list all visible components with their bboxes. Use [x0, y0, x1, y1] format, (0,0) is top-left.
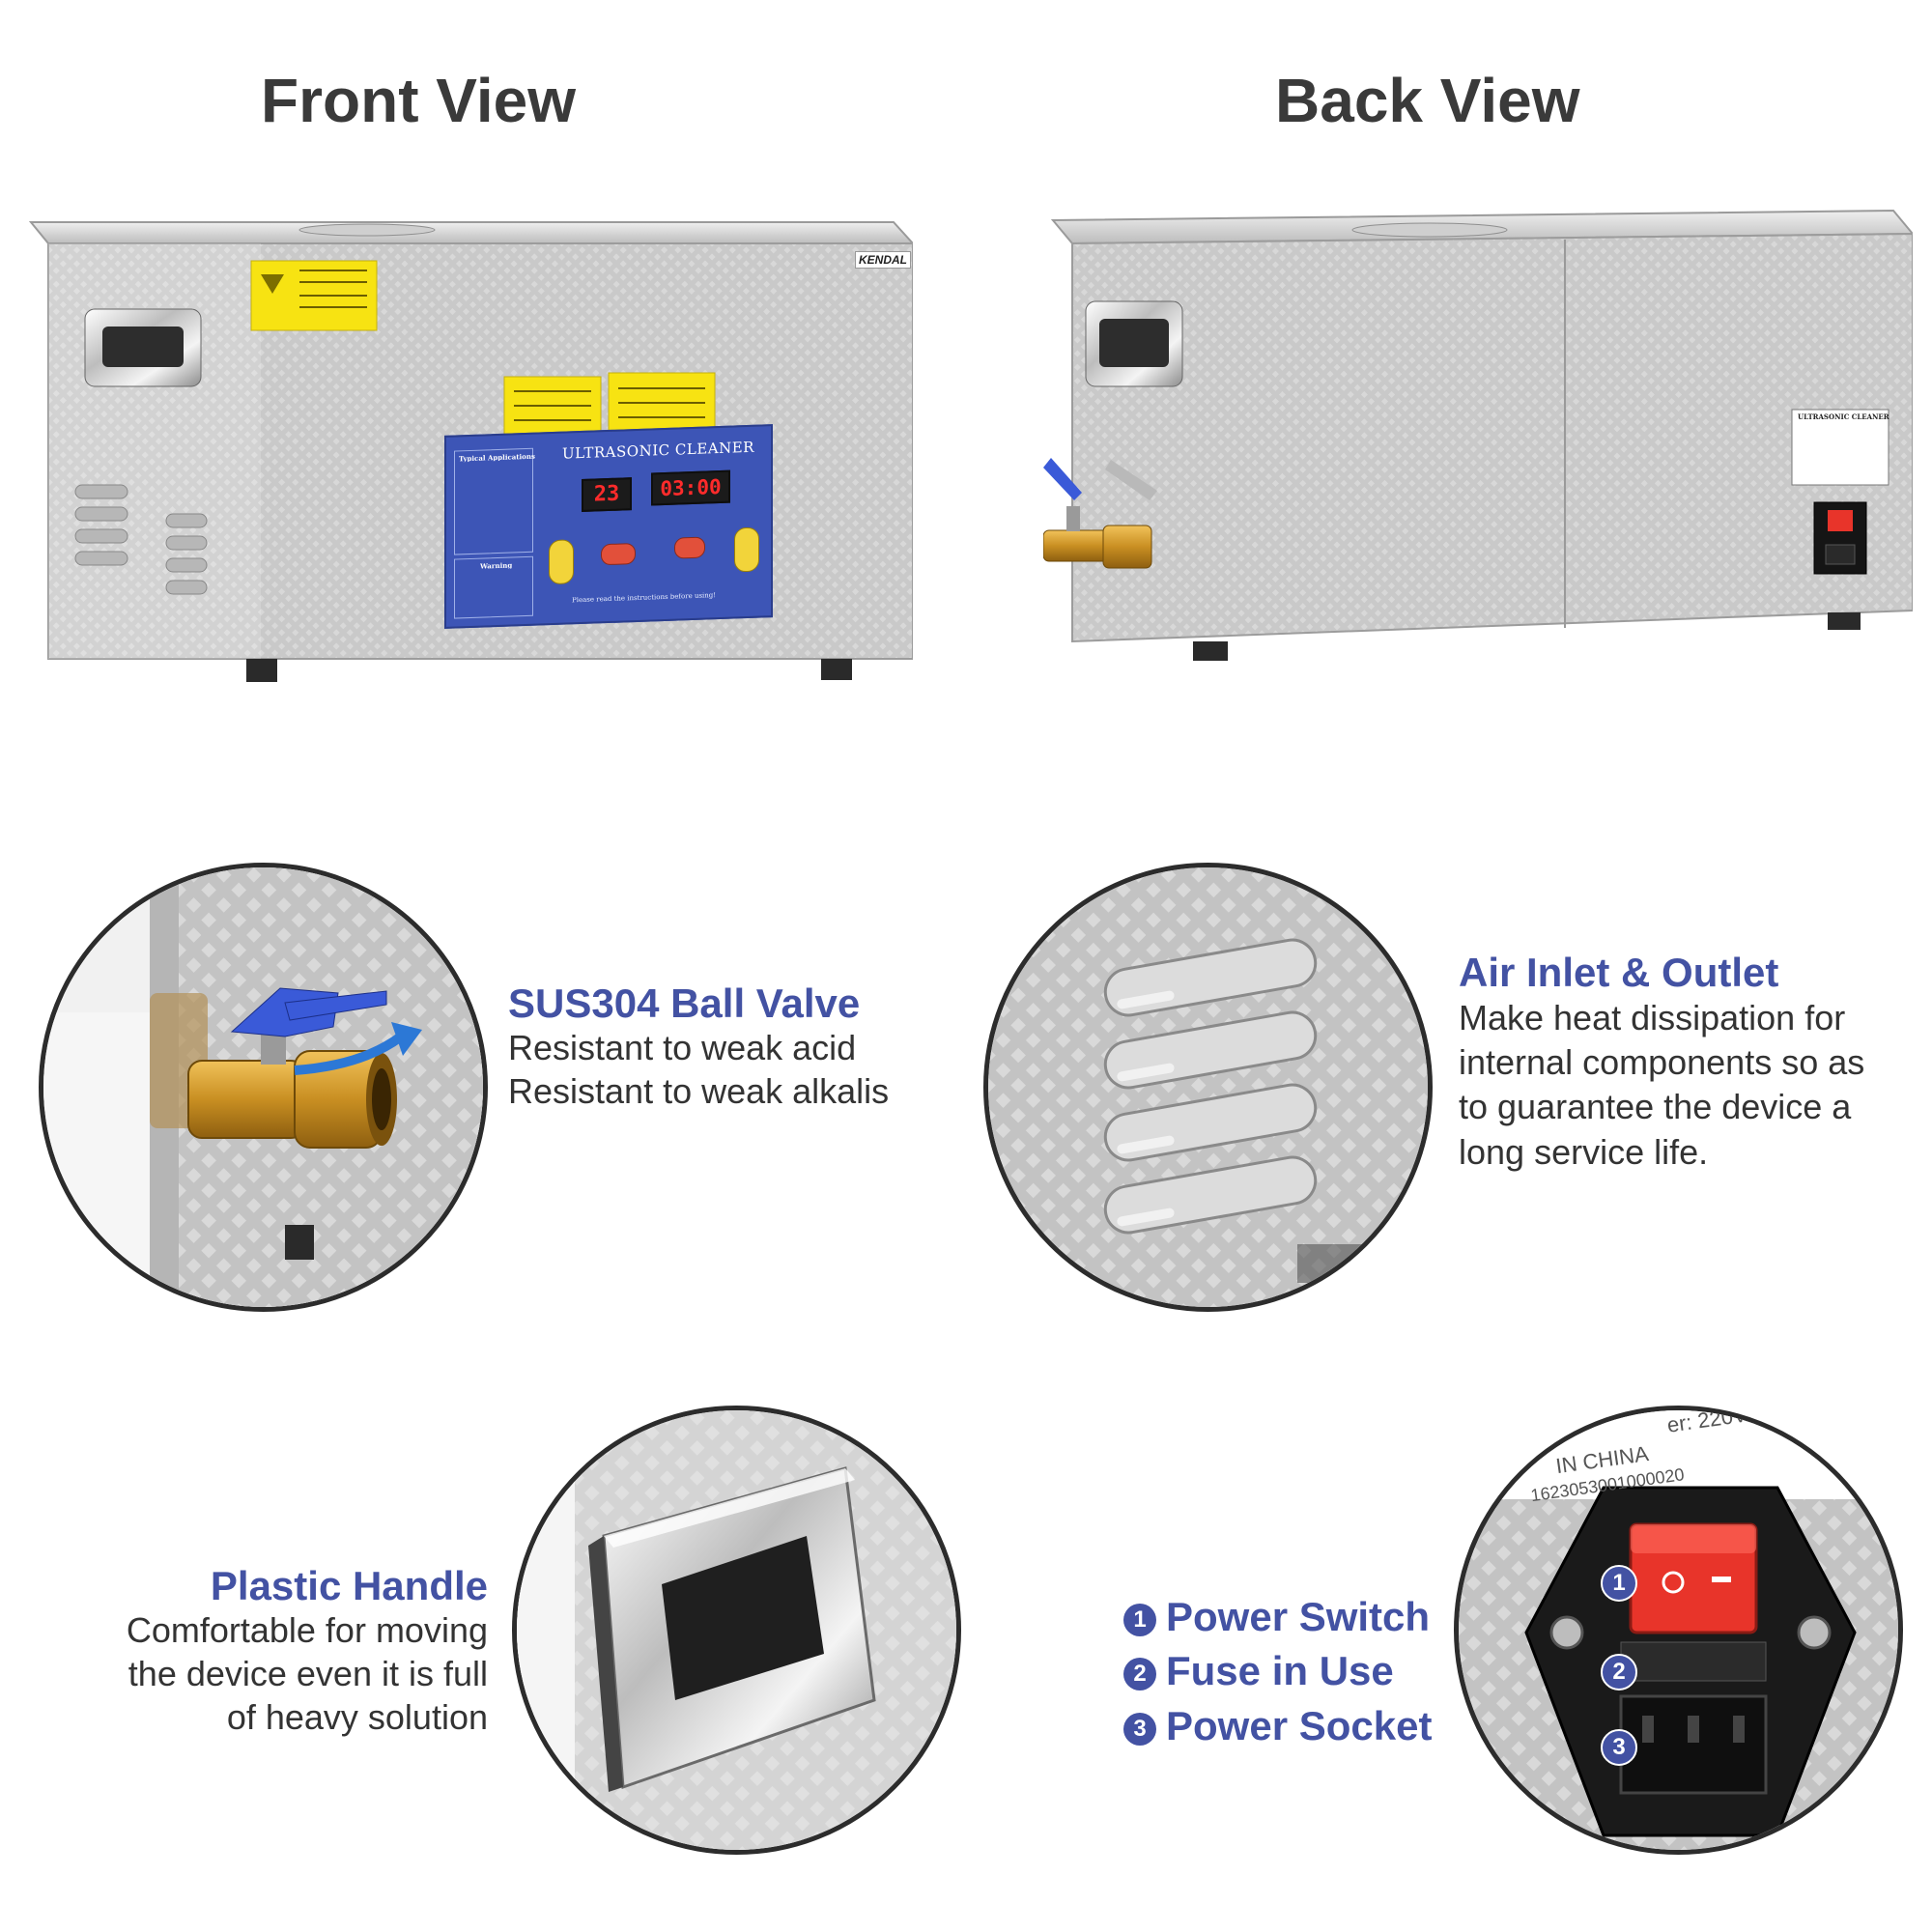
- panel-footer-note: Please read the instructions before usin…: [572, 592, 717, 605]
- temperature-display: 23: [582, 477, 632, 512]
- back-device-illustration: [1042, 209, 1916, 661]
- power-item-label: Fuse in Use: [1166, 1648, 1394, 1694]
- vent-closeup-circle: [983, 863, 1433, 1312]
- valve-closeup-illustration: [43, 867, 483, 1307]
- temperature-value: 23: [593, 481, 620, 507]
- callout-badge-1: 1: [1601, 1565, 1637, 1602]
- handle-closeup-illustration: [517, 1410, 956, 1850]
- valve-feature-body: Resistant to weak acid Resistant to weak…: [508, 1027, 889, 1113]
- vent-line: to guarantee the device a: [1459, 1087, 1852, 1127]
- back-view-title: Back View: [1275, 66, 1580, 135]
- vent-line: internal components so as: [1459, 1042, 1865, 1083]
- vent-feature-title: Air Inlet & Outlet: [1459, 950, 1779, 995]
- handle-line: the device even it is full: [128, 1653, 488, 1693]
- vent-closeup-illustration: [988, 867, 1428, 1307]
- valve-closeup-circle: [39, 863, 488, 1312]
- applications-box: Typical Applications: [454, 447, 535, 555]
- power-closeup-circle: er: 220V IN CHINA 1623053001000020 1 2 3: [1454, 1406, 1903, 1855]
- power-item: 1 Power Switch: [1123, 1594, 1432, 1640]
- power-item: 3 Power Socket: [1123, 1703, 1432, 1749]
- handle-closeup-circle: [512, 1406, 961, 1855]
- handle-feature-body: Comfortable for moving the device even i…: [39, 1609, 488, 1739]
- handle-line: of heavy solution: [226, 1696, 488, 1737]
- number-badge-1: 1: [1123, 1604, 1156, 1636]
- back-view-device: ULTRASONIC CLEANER: [1042, 207, 1916, 690]
- power-item: 2 Fuse in Use: [1123, 1648, 1432, 1694]
- front-view-device: KENDAL Typical Applications Warning ULTR…: [28, 213, 916, 696]
- vent-line: long service life.: [1459, 1131, 1709, 1172]
- applications-heading: Typical Applications: [459, 452, 535, 463]
- front-view-title: Front View: [261, 66, 576, 135]
- callout-badge-2: 2: [1601, 1654, 1637, 1690]
- heating-button[interactable]: [601, 543, 636, 566]
- valve-line: Resistant to weak acid: [508, 1028, 857, 1068]
- callout-badge-3: 3: [1601, 1729, 1637, 1766]
- start-button[interactable]: [674, 536, 705, 559]
- handle-line: Comfortable for moving: [126, 1610, 488, 1651]
- power-item-label: Power Socket: [1166, 1702, 1433, 1748]
- back-label-title: ULTRASONIC CLEANER: [1798, 413, 1889, 420]
- warning-heading: Warning: [480, 561, 513, 570]
- handle-feature-text: Plastic Handle Comfortable for moving th…: [39, 1563, 488, 1739]
- panel-title: ULTRASONIC CLEANER: [562, 438, 754, 463]
- brand-logo: KENDAL: [855, 251, 911, 269]
- control-panel: Typical Applications Warning ULTRASONIC …: [444, 424, 773, 629]
- time-display: 03:00: [651, 469, 730, 506]
- warning-box: Warning: [454, 555, 533, 619]
- time-adjust-button[interactable]: [734, 526, 759, 573]
- number-badge-2: 2: [1123, 1658, 1156, 1691]
- handle-feature-title: Plastic Handle: [210, 1563, 488, 1608]
- valve-feature-text: SUS304 Ball Valve Resistant to weak acid…: [508, 980, 889, 1114]
- power-feature-list: 1 Power Switch 2 Fuse in Use 3 Power Socket: [1123, 1594, 1432, 1749]
- number-badge-3: 3: [1123, 1712, 1156, 1746]
- vent-feature-body: Make heat dissipation for internal compo…: [1459, 996, 1864, 1174]
- valve-line: Resistant to weak alkalis: [508, 1070, 890, 1111]
- vent-line: Make heat dissipation for: [1459, 998, 1846, 1038]
- vent-feature-text: Air Inlet & Outlet Make heat dissipation…: [1459, 950, 1864, 1175]
- time-value: 03:00: [660, 474, 722, 501]
- power-item-label: Power Switch: [1166, 1594, 1431, 1639]
- valve-feature-title: SUS304 Ball Valve: [508, 980, 861, 1026]
- temperature-adjust-button[interactable]: [549, 539, 574, 585]
